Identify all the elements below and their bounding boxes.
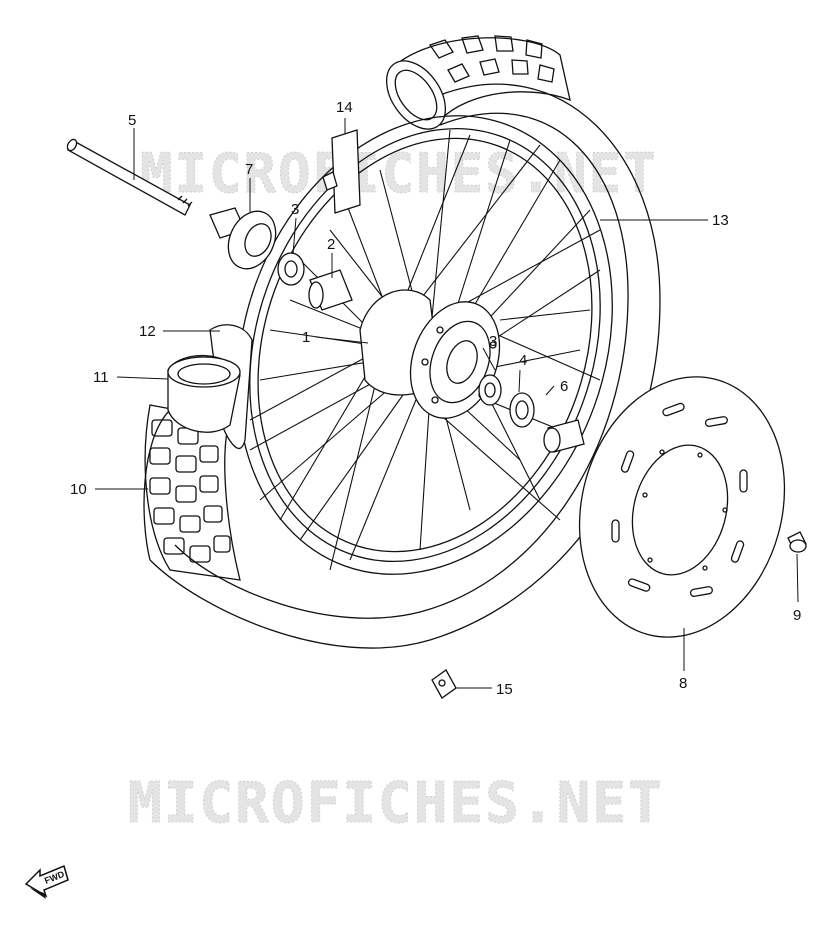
callout-7: 7: [245, 161, 253, 178]
callout-5: 5: [128, 112, 136, 129]
watermark-bottom: MICROFICHES.NET: [128, 771, 664, 836]
inner-tube: [167, 354, 241, 433]
forward-direction-arrow-icon: [24, 864, 69, 899]
hub: [359, 289, 501, 419]
callout-11: 11: [93, 369, 109, 386]
tire-tread-blocks-left: [149, 419, 231, 563]
callout-2: 2: [327, 236, 335, 253]
oil-seal: [509, 392, 535, 428]
leader-lines: [95, 118, 799, 689]
spacer: [308, 269, 353, 311]
balancer-weight: [431, 669, 457, 699]
collar: [543, 419, 585, 453]
speedometer-gearbox: [209, 207, 277, 270]
callout-14: 14: [336, 99, 353, 116]
callout-3-left: 3: [291, 201, 299, 218]
tire: [143, 35, 661, 649]
callout-3-right: 3: [489, 333, 497, 350]
callout-12: 12: [139, 323, 156, 340]
brake-disc: [578, 376, 786, 638]
brake-disc-slots: [611, 402, 748, 597]
callout-4: 4: [519, 352, 527, 369]
callout-8: 8: [679, 675, 687, 692]
disc-bolt: [787, 531, 807, 553]
front-axle: [66, 138, 193, 216]
callout-10: 10: [70, 481, 87, 498]
watermark-top: MICROFICHES.NET: [140, 142, 658, 205]
left-bearing: [277, 252, 305, 286]
callout-1: 1: [302, 329, 310, 346]
callout-15: 15: [496, 681, 513, 698]
callout-9: 9: [793, 607, 801, 624]
right-bearing: [478, 374, 502, 406]
callout-6: 6: [560, 378, 568, 395]
spoke-nipple: [322, 129, 361, 214]
rim: [237, 115, 613, 575]
callout-13: 13: [712, 212, 729, 229]
